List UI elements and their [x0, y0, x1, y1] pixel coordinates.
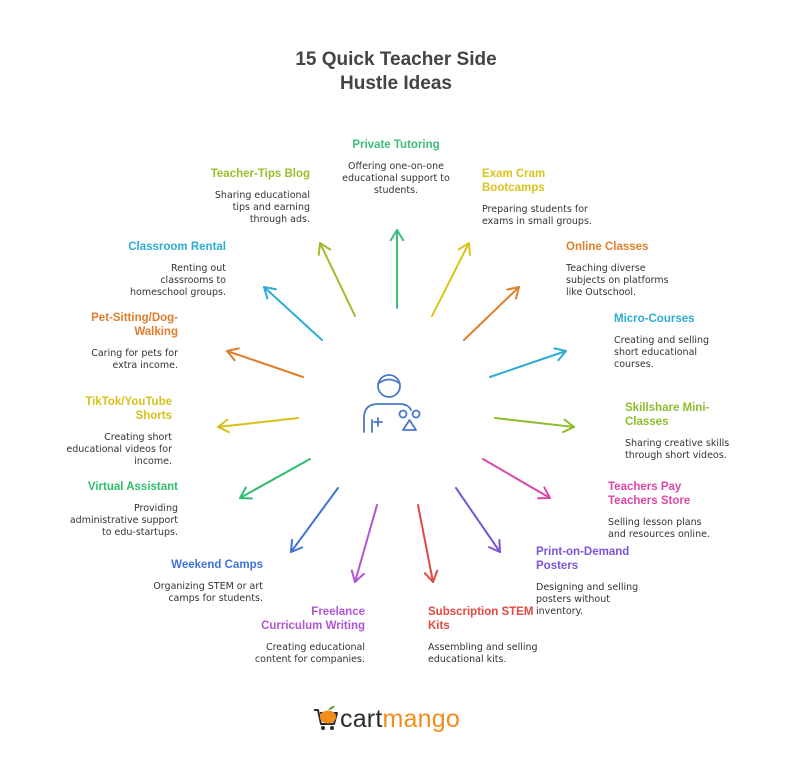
idea-title: Teachers Pay Teachers Store: [608, 481, 691, 507]
arrow-11: [239, 458, 311, 500]
idea-title: Micro-Courses: [614, 313, 695, 325]
idea-description: Creating short educational videos for in…: [66, 432, 172, 467]
arrow-1: [389, 229, 405, 309]
arrow-4: [489, 347, 567, 378]
arrow-14: [263, 286, 323, 341]
idea-description: Selling lesson plans and resources onlin…: [608, 517, 710, 540]
teacher-icon: [358, 372, 434, 443]
idea-title: Teacher-Tips Blog: [210, 168, 310, 180]
idea-description: Creating and selling short educational c…: [614, 335, 710, 370]
idea-description: Preparing students for exams in small gr…: [482, 204, 592, 227]
logo-text-mango: mango: [382, 704, 460, 733]
idea-description: Caring for pets for extra income.: [91, 348, 178, 371]
arrow-13: [226, 347, 304, 378]
page-title-line2: Hustle Ideas: [340, 73, 452, 94]
idea-description: Designing and selling posters without in…: [536, 582, 639, 617]
idea-description: Sharing educational tips and earning thr…: [214, 190, 310, 225]
arrow-12: [217, 417, 299, 434]
arrow-5: [494, 417, 575, 434]
idea-description: Offering one-on-one educational support …: [342, 161, 450, 196]
idea-title: Print-on-Demand Posters: [536, 546, 630, 572]
idea-description: Renting out classrooms to homeschool gro…: [130, 263, 226, 298]
page-title: 15 Quick Teacher Side Hustle Ideas: [0, 48, 792, 96]
arrow-2: [431, 242, 471, 317]
arrow-8: [417, 504, 439, 583]
idea-title: Weekend Camps: [171, 559, 263, 571]
logo-text-cart: cart: [340, 704, 383, 733]
idea-title: TikTok/YouTube Shorts: [85, 396, 172, 422]
arrow-6: [482, 458, 551, 500]
idea-title: Exam Cram Bootcamps: [482, 168, 546, 194]
idea-description: Sharing creative skills through short vi…: [625, 438, 730, 461]
arrow-10: [290, 487, 339, 553]
mango-cart-icon: [312, 702, 340, 737]
idea-description: Organizing STEM or art camps for student…: [153, 581, 263, 604]
arrow-7: [455, 487, 501, 553]
idea-title: Online Classes: [566, 241, 649, 253]
idea-title: Virtual Assistant: [87, 481, 178, 493]
idea-description: Teaching diverse subjects on platforms l…: [566, 263, 669, 298]
idea-description: Creating educational content for compani…: [254, 642, 365, 665]
arrow-9: [350, 504, 378, 583]
arrow-3: [463, 286, 520, 341]
idea-title: Classroom Rental: [128, 241, 226, 253]
page-title-line1: 15 Quick Teacher Side: [295, 49, 497, 70]
idea-title: Private Tutoring: [352, 139, 440, 151]
idea-description: Assembling and selling educational kits.: [428, 642, 538, 665]
idea-title: Pet-Sitting/Dog- Walking: [91, 312, 178, 338]
idea-title: Subscription STEM Kits: [428, 606, 534, 632]
arrow-15: [317, 242, 356, 317]
idea-description: Providing administrative support to edu-…: [69, 503, 178, 538]
idea-title: Freelance Curriculum Writing: [261, 606, 365, 632]
idea-title: Skillshare Mini- Classes: [625, 402, 710, 428]
